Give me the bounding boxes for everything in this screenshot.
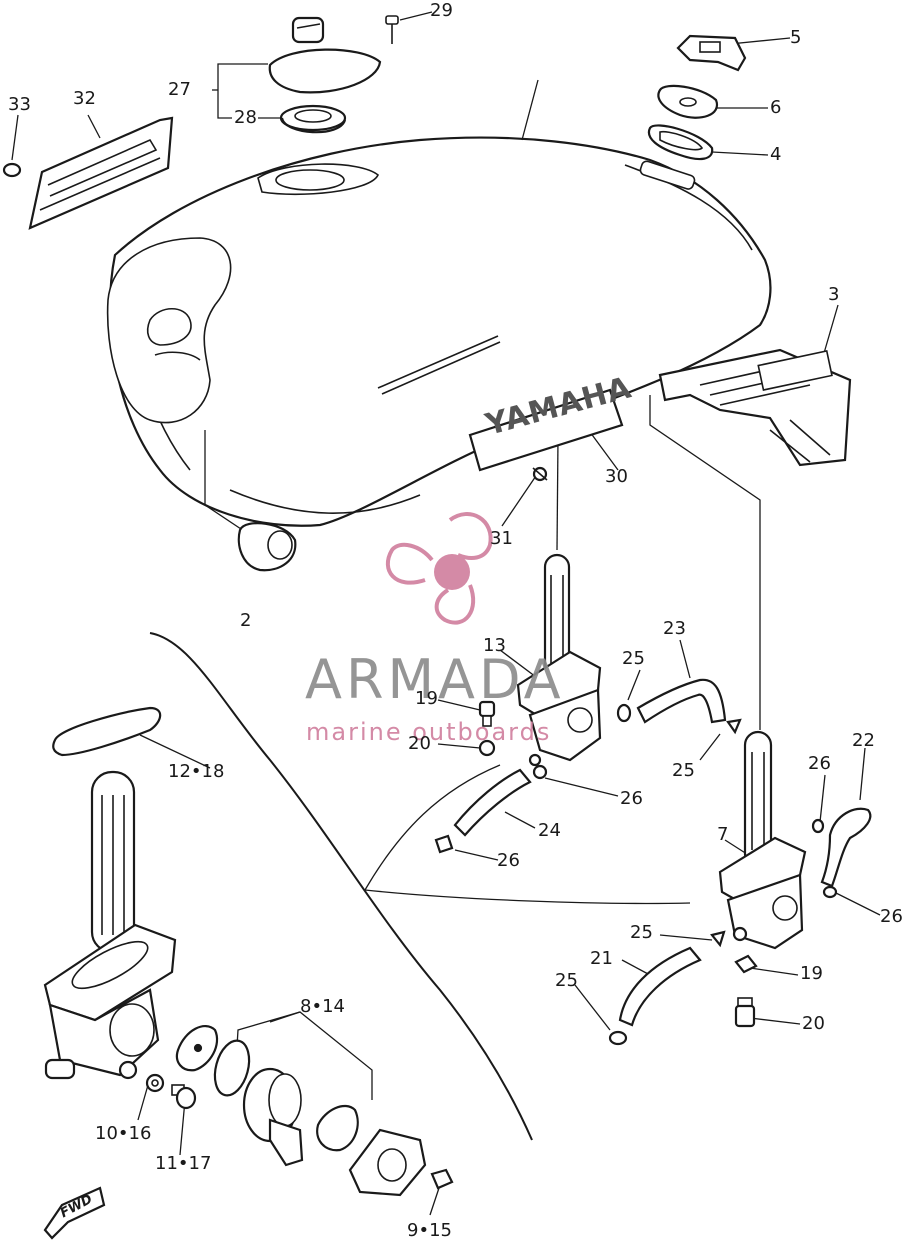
callout-27: 27 (168, 79, 191, 100)
callout-23: 23 (663, 618, 686, 639)
callout-12-18: 12•18 (168, 761, 225, 782)
gasket-12-18 (52, 706, 162, 757)
callout-26-a: 26 (620, 788, 643, 809)
clip-25c (710, 930, 726, 948)
callout-28: 28 (234, 107, 257, 128)
hose-24 (453, 768, 532, 837)
callout-9-15: 9•15 (407, 1220, 452, 1241)
fuel-cock-7 (718, 730, 807, 950)
callout-24: 24 (538, 820, 561, 841)
tank-rubber-mount (658, 348, 852, 467)
callout-29: 29 (430, 0, 453, 21)
callout-26-d: 26 (880, 906, 903, 927)
callout-10-16: 10•16 (95, 1123, 152, 1144)
washer-19a (478, 700, 496, 727)
callout-8-14: 8•14 (300, 996, 345, 1017)
callout-25-c: 25 (630, 922, 653, 943)
bolt-20b (734, 997, 756, 1028)
grommet-2 (237, 522, 297, 572)
callout-32: 32 (73, 88, 96, 109)
clip-25b (726, 718, 742, 735)
clip-26a (532, 764, 548, 780)
callout-26-b: 26 (808, 753, 831, 774)
o-ring (213, 1039, 251, 1097)
hose-23 (636, 678, 727, 724)
hose-21 (618, 946, 702, 1027)
callout-25-b: 25 (672, 760, 695, 781)
cover-6 (657, 84, 719, 119)
washer-10-16 (145, 1073, 165, 1093)
callout-25-d: 25 (555, 970, 578, 991)
callout-33: 33 (8, 94, 31, 115)
cover-plate (348, 1128, 427, 1197)
callout-13: 13 (483, 635, 506, 656)
fuel-cock-13 (516, 553, 602, 767)
valve-lever (242, 1067, 304, 1167)
leader-lines (11, 11, 881, 1216)
callout-7: 7 (717, 824, 729, 845)
yamaha-decal (468, 388, 624, 472)
clip-26d (822, 885, 838, 899)
diaphragm-plate (175, 1025, 219, 1072)
callout-22: 22 (852, 730, 875, 751)
clip-25a (616, 703, 632, 723)
watermark-brand: ARMADA (305, 648, 565, 711)
washer-19b (734, 954, 758, 974)
fuel-cock-detail (43, 770, 177, 1080)
filler-cap (268, 15, 399, 134)
screw-11-17 (171, 1084, 197, 1110)
callout-11-17: 11•17 (155, 1153, 212, 1174)
clip-25d (608, 1030, 628, 1046)
callout-25-a: 25 (622, 648, 645, 669)
callout-20-b: 20 (802, 1013, 825, 1034)
screw-9-15 (430, 1168, 454, 1190)
callout-31: 31 (490, 528, 513, 549)
watermark-tagline: marine outboards (306, 718, 552, 746)
callout-5: 5 (790, 27, 802, 48)
callout-4: 4 (770, 144, 782, 165)
callout-21: 21 (590, 948, 613, 969)
callout-3: 3 (828, 284, 840, 305)
lever-gasket (316, 1104, 359, 1152)
tank-bracket-5 (676, 34, 747, 72)
bolt-20a (478, 739, 496, 757)
fuel-tank (106, 136, 772, 527)
gasket-4 (647, 124, 714, 161)
callout-19-a: 19 (415, 688, 438, 709)
callout-19-b: 19 (800, 963, 823, 984)
screw-31 (532, 466, 548, 482)
callout-2: 2 (240, 610, 252, 631)
side-emblem (28, 116, 174, 230)
clip-26b (434, 834, 454, 854)
callout-30: 30 (605, 466, 628, 487)
hose-22 (820, 807, 872, 888)
callout-26-c: 26 (497, 850, 520, 871)
fwd-arrow-icon (43, 1186, 106, 1240)
propeller-icon (385, 512, 493, 625)
callout-6: 6 (770, 97, 782, 118)
emblem-screw (2, 162, 22, 178)
callout-20-a: 20 (408, 733, 431, 754)
clip-26c (811, 818, 825, 834)
